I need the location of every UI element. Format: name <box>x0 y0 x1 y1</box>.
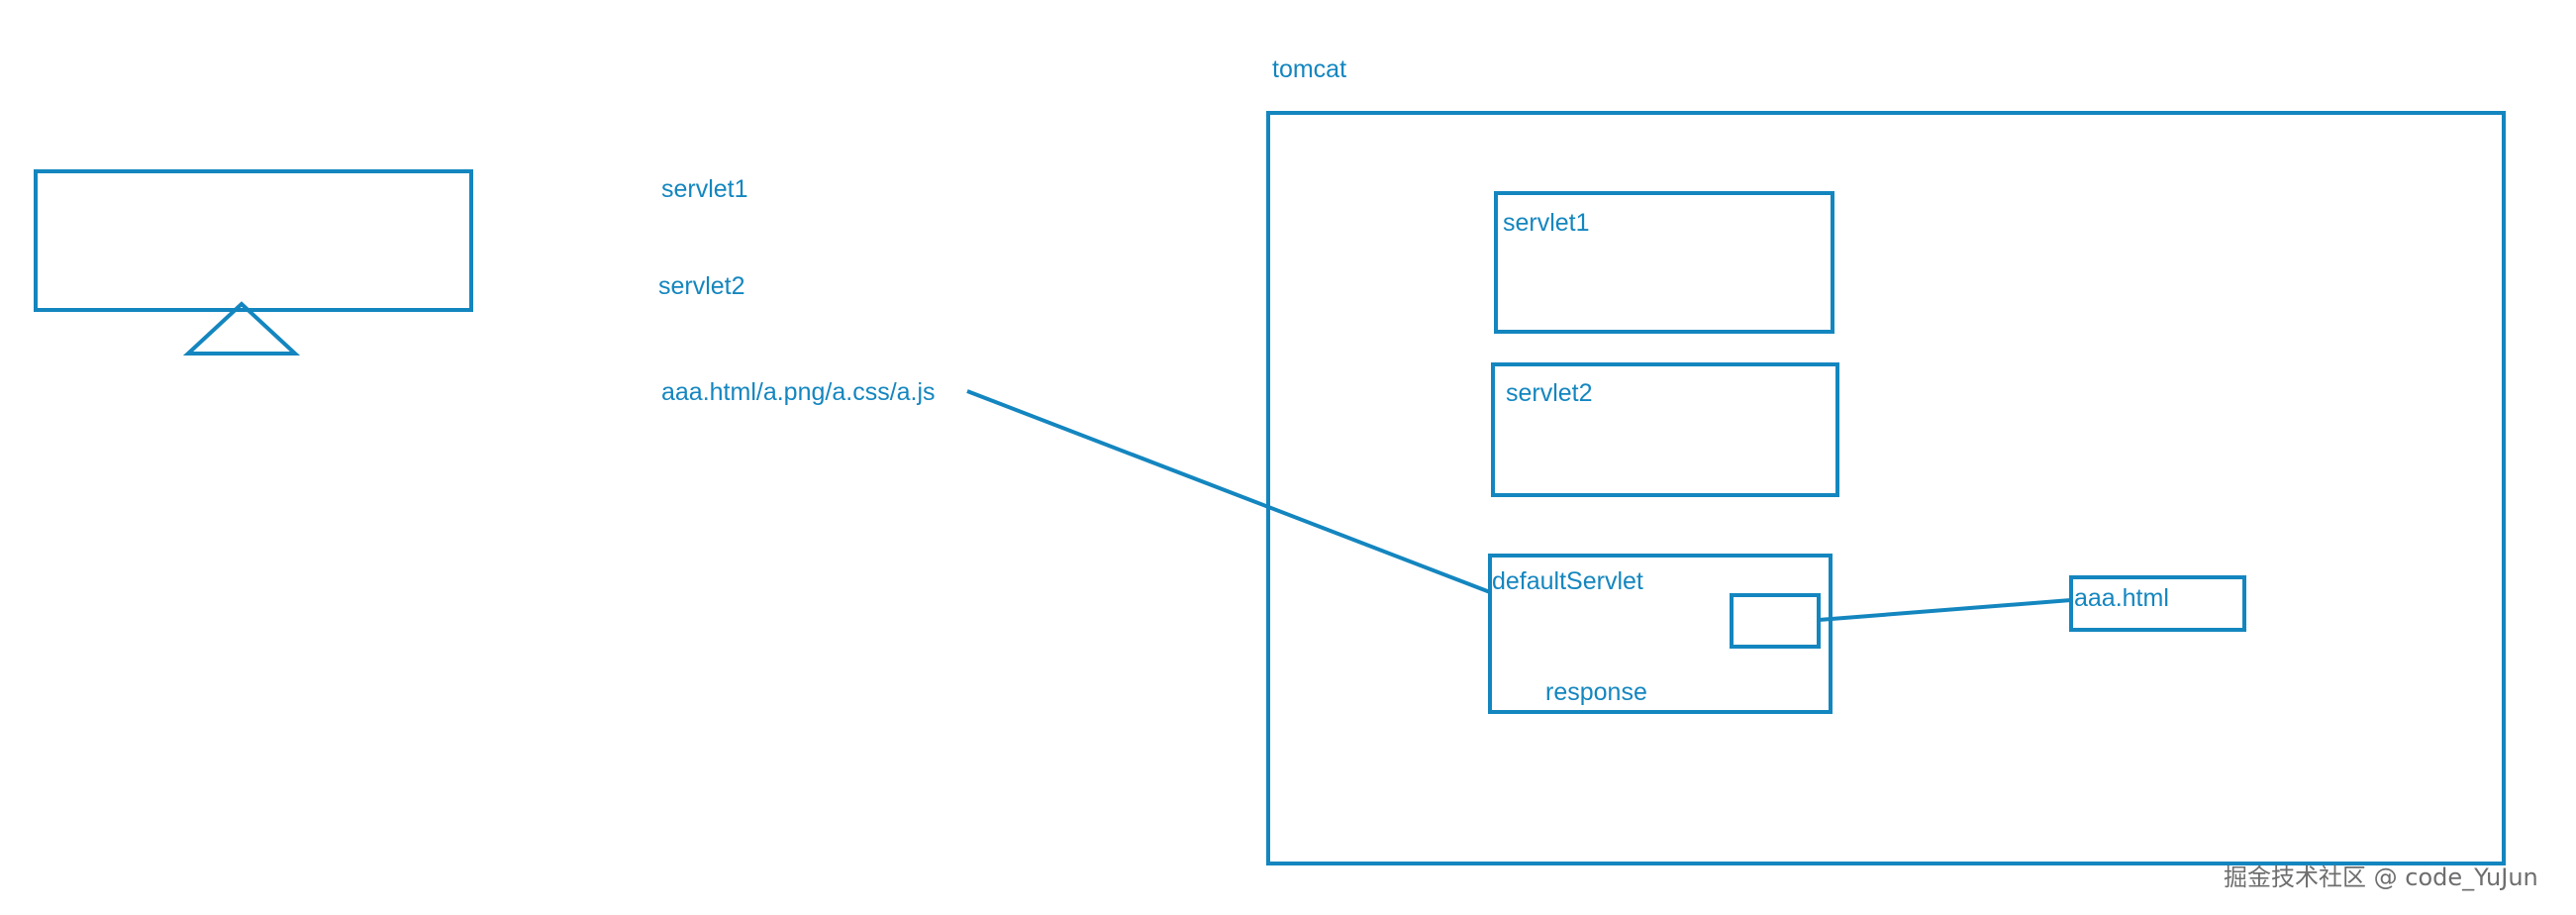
response-inner-box <box>1730 593 1821 649</box>
servlet2-box-label: servlet2 <box>1506 379 1593 407</box>
static-request-connector <box>966 389 1491 594</box>
servlet2-box <box>1491 362 1839 497</box>
static-file-box <box>2069 575 2246 632</box>
tomcat-container-box <box>1266 111 2506 865</box>
response-label: response <box>1545 678 1647 706</box>
servlet1-box-label: servlet1 <box>1503 209 1590 237</box>
request-label-servlet1: servlet1 <box>661 175 748 203</box>
watermark-text: 掘金技术社区 @ code_YuJun <box>2224 864 2538 891</box>
file-read-connector <box>1818 598 2072 622</box>
monitor-icon <box>34 169 473 312</box>
default-servlet-label: defaultServlet <box>1492 567 1643 595</box>
static-file-label: aaa.html <box>2074 584 2169 612</box>
monitor-stand-icon <box>182 301 301 356</box>
servlet1-box <box>1494 191 1834 334</box>
tomcat-title: tomcat <box>1272 55 1347 83</box>
default-servlet-box <box>1488 554 1833 714</box>
request-label-servlet2: servlet2 <box>658 272 745 300</box>
request-label-static-files: aaa.html/a.png/a.css/a.js <box>661 378 936 406</box>
